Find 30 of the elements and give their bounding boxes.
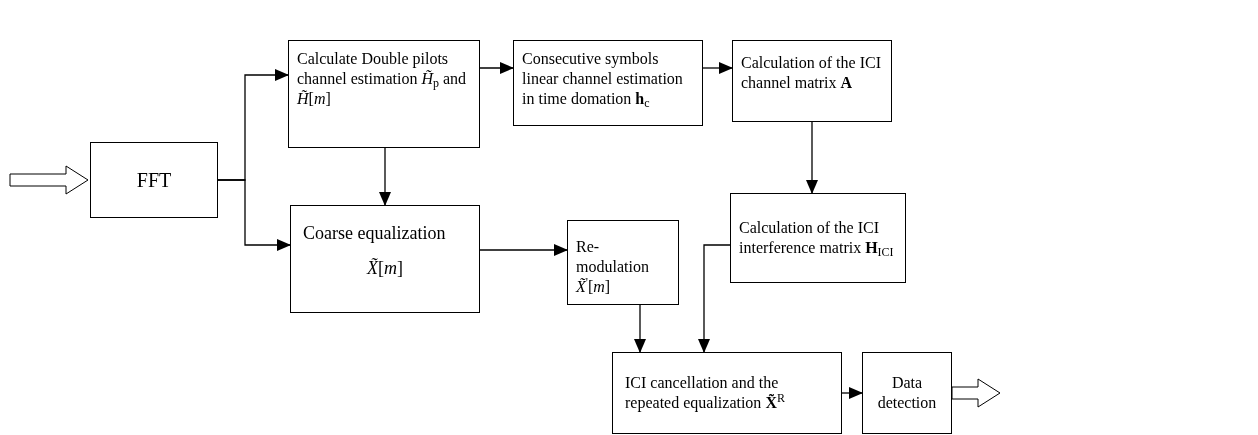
process-box xyxy=(730,193,906,283)
process-box xyxy=(732,40,892,122)
arrow xyxy=(702,62,733,74)
arrow xyxy=(217,179,291,251)
process-box xyxy=(567,220,679,305)
box-text: Data detection xyxy=(876,373,938,413)
process-box xyxy=(612,352,842,434)
box-text: Calculation of the ICI channel matrix A xyxy=(741,53,882,93)
arrow xyxy=(479,244,568,256)
process-box xyxy=(862,352,952,434)
process-box xyxy=(513,40,703,126)
arrow xyxy=(634,304,646,353)
arrow xyxy=(841,387,863,399)
box-text: ICI cancellation and the repeated equalization X̃$^{R}$ xyxy=(625,373,786,413)
process-box xyxy=(90,142,218,218)
box-text: FFT xyxy=(136,167,172,193)
arrow xyxy=(698,244,731,353)
hollow-arrow xyxy=(951,378,1001,408)
box-text: Calculation of the ICI interference matrix H$_{ICI}$ xyxy=(739,218,895,258)
arrow xyxy=(379,147,391,206)
process-box xyxy=(290,205,480,313)
process-box xyxy=(288,40,480,148)
box-text: Consecutive symbols linear channel estimation in time domation h$_{c}$ xyxy=(522,49,684,109)
box-text: X̃[m] xyxy=(367,256,403,279)
arrow xyxy=(806,121,818,194)
box-text: Re-modulation X̃$^{'}$[m] xyxy=(576,237,650,297)
box-text: Calculate Double pilots channel estimation H̃$_{p}$ and H̃[m] xyxy=(297,49,468,109)
hollow-arrow xyxy=(9,165,89,195)
arrow xyxy=(479,62,514,74)
box-text: Coarse equalization xyxy=(303,222,447,245)
